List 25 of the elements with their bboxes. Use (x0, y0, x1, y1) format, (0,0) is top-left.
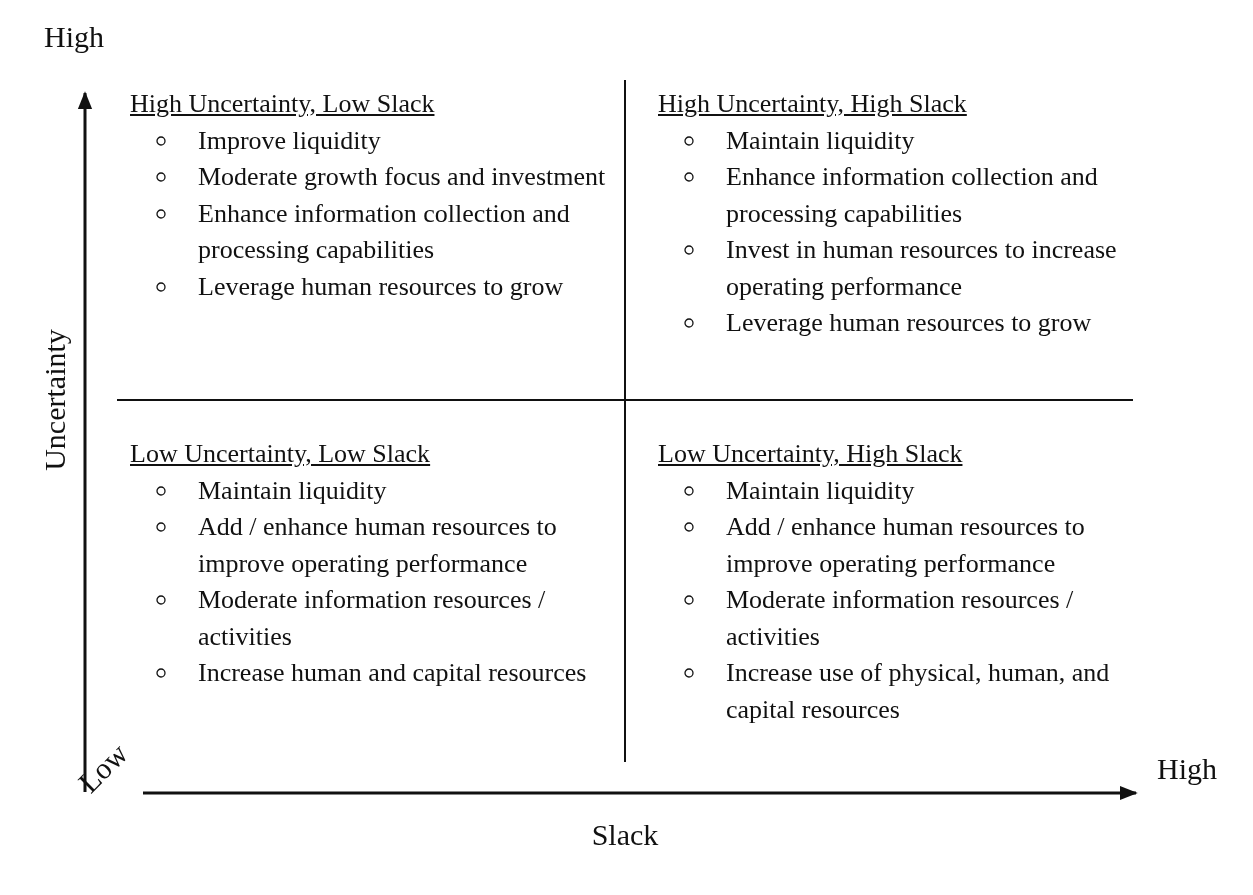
bullet-text: Improve liquidity (198, 125, 381, 155)
axis-title: Uncertainty (38, 329, 72, 471)
bullet-text: Add / enhance human resources to improve operating performance (726, 512, 1085, 578)
bullet-text: Add / enhance human resources to improve operating performance (198, 512, 557, 578)
bullet-text: Maintain liquidity (726, 475, 915, 505)
bullet-text: Leverage human resources to grow (726, 308, 1092, 337)
axis-end-label: High (44, 20, 104, 54)
bullet-text: Increase use of physical, human, and capital resources (726, 658, 1110, 724)
bullet-text: Enhance information collection and processing capabilities (198, 198, 570, 264)
axis-title: Slack (591, 818, 659, 852)
bullet-text: Invest in human resources to increase operating performance (726, 235, 1117, 301)
quadrant-heading: High Uncertainty, Low Slack (130, 88, 435, 120)
quadrant-heading: Low Uncertainty, High Slack (658, 438, 963, 470)
quadrant-heading: Low Uncertainty, Low Slack (130, 438, 431, 470)
quadrant-heading: High Uncertainty, High Slack (658, 88, 967, 120)
bullet-text: Leverage human resources to grow (198, 271, 564, 301)
bullet-text: Moderate information resources / activities (726, 585, 1074, 651)
bullet-text: Maintain liquidity (726, 125, 915, 155)
bullet-text: Increase human and capital resources (198, 658, 587, 687)
bullet-text: Moderate growth focus and investment (198, 162, 606, 191)
bullet-text: Enhance information collection and processing capabilities (726, 162, 1098, 228)
bullet-text: Moderate information resources / activities (198, 585, 546, 651)
axis-end-label: Low (71, 736, 135, 800)
bullet-text: Maintain liquidity (198, 475, 387, 505)
axis-end-label: High (1157, 752, 1217, 786)
